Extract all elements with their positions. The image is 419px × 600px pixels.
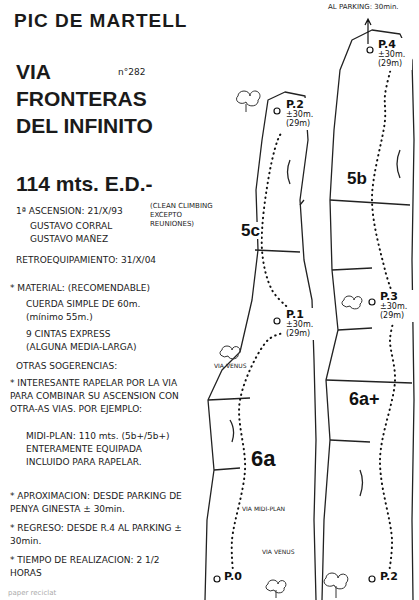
watermark: paper reciclat xyxy=(8,589,56,598)
belay-ring xyxy=(369,576,375,582)
pitch-grade: 5c xyxy=(240,222,261,239)
note-text: CUERDA SIMPLE DE 60m. (mínimo 55m.) xyxy=(26,298,176,324)
note-text: GUSTAVO MAÑEZ xyxy=(30,233,108,245)
pitch-grade: 5b xyxy=(346,170,368,187)
belay-station: P.2 xyxy=(378,570,400,584)
exit-arrow xyxy=(365,19,371,44)
belay-ring xyxy=(274,318,280,324)
note-text: VIA FRONTERAS DEL INFINITO xyxy=(16,58,168,139)
note-text: * REGRESO: DESDE R.4 AL PARKING ± 30min. xyxy=(10,522,202,548)
belay-station: P.2±30m. (29m) xyxy=(284,98,320,130)
rock-pillar xyxy=(205,92,316,600)
rock-ledge xyxy=(208,200,412,470)
pitch-length: ±30m. (29m) xyxy=(286,321,318,339)
pitch-length: ±30m. (29m) xyxy=(378,51,410,69)
pitch-length: ±30m. (29m) xyxy=(380,303,412,321)
belay-name: P.2 xyxy=(286,99,318,111)
note-text: OTRAS SOGERENCIAS: xyxy=(16,360,117,372)
note-text: * MATERIAL: (RECOMENDABLE) xyxy=(10,282,150,294)
bush xyxy=(324,573,348,598)
belay-ring xyxy=(369,299,375,305)
route-line xyxy=(380,324,395,568)
topo-title: PIC DE MARTELL xyxy=(14,10,187,32)
belay-name: P.2 xyxy=(380,571,398,583)
belay-name: P.0 xyxy=(224,571,242,583)
note-text: VIA MIDI-PLAN xyxy=(242,505,285,513)
note-text: * APROXIMACION: DESDE PARKING DE PENYA G… xyxy=(10,490,202,516)
note-text: * INTERESANTE RAPELAR POR LA VIA PARA CO… xyxy=(10,377,202,416)
belay-ring xyxy=(274,108,280,114)
route-line xyxy=(262,132,286,306)
belay-name: P.1 xyxy=(286,309,318,321)
bush xyxy=(237,91,260,112)
pitch-grade: 6a+ xyxy=(348,390,381,408)
route-line xyxy=(372,72,391,288)
belay-station: P.4±30m. (29m) xyxy=(376,38,412,70)
note-text: VIA VENUS xyxy=(262,548,294,556)
note-text: 114 mts. E.D.- xyxy=(16,170,153,197)
bush xyxy=(342,296,362,309)
note-text: * TIEMPO DE REALIZACION: 2 1/2 HORAS xyxy=(10,554,160,580)
note-text: AL PARKING: 30min. xyxy=(328,3,399,12)
note-text: RETROEQUIPAMIENTO: 31/X/04 xyxy=(16,254,156,266)
belay-ring xyxy=(367,47,373,53)
belay-name: P.4 xyxy=(378,39,410,51)
note-text: GUSTAVO CORRAL xyxy=(30,220,112,232)
belay-name: P.3 xyxy=(380,291,412,303)
note-text: 9 CINTAS EXPRESS (ALGUNA MEDIA-LARGA) xyxy=(26,328,151,354)
belay-station: P.0 xyxy=(222,570,244,584)
note-text: MIDI-PLAN: 110 mts. (5b+/5b+) ENTERAMENT… xyxy=(26,430,176,469)
rock-pillar xyxy=(322,30,414,600)
belay-station: P.1±30m. (29m) xyxy=(284,308,320,340)
note-text: VIA VENUS xyxy=(214,362,246,370)
pitch-grade: 6a xyxy=(250,448,276,470)
bush xyxy=(266,580,286,598)
note-text: n°282 xyxy=(118,66,145,78)
belay-ring xyxy=(214,576,220,582)
rock-crack xyxy=(230,150,400,496)
belay-station: P.3±30m. (29m) xyxy=(378,290,414,322)
bush xyxy=(220,346,240,359)
note-text: 1ª ASCENSION: 21/X/93 xyxy=(16,205,123,217)
pitch-length: ±30m. (29m) xyxy=(286,111,318,129)
note-text: (CLEAN CLIMBING EXCEPTO REUNIONES) xyxy=(150,202,222,229)
